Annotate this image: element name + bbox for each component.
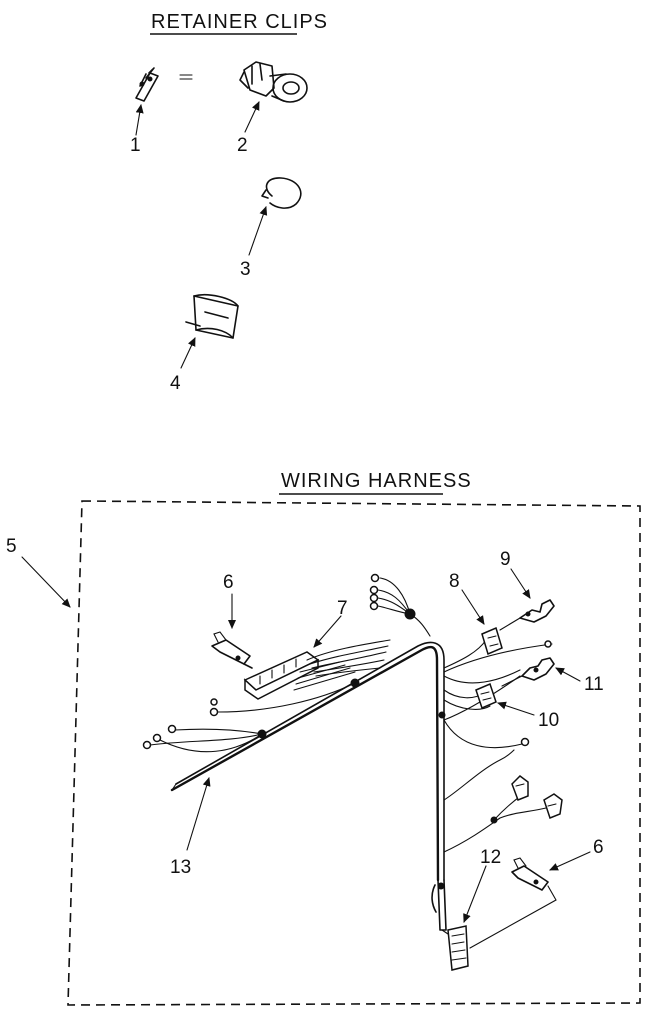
callout-13: 13: [170, 857, 191, 878]
retainer-clip-part-1: [135, 67, 193, 102]
leader-part-13: [186, 777, 211, 851]
callout-6-right: 6: [593, 837, 604, 858]
terminal-part-11: [501, 657, 555, 687]
harness-clamp: [438, 711, 446, 719]
terminal-part-6-left: [211, 631, 253, 669]
leader-part-9: [510, 568, 531, 599]
callout-7: 7: [337, 598, 348, 619]
leader-part-2: [244, 101, 260, 133]
callout-9: 9: [500, 549, 511, 570]
leader-part-8: [461, 589, 485, 625]
harness-main-trunk: [170, 641, 447, 931]
callout-1: 1: [130, 135, 141, 156]
callout-6-left: 6: [223, 572, 234, 593]
callout-10: 10: [538, 710, 559, 731]
callout-4: 4: [170, 373, 181, 394]
harness-left-leads: [142, 682, 356, 753]
harness-connector-block-7: [243, 639, 391, 700]
harness-plug-connector: [543, 793, 563, 819]
harness-connector-12: [441, 925, 469, 971]
callout-8: 8: [449, 571, 460, 592]
leader-part-1: [135, 104, 144, 136]
leader-part-3: [248, 206, 268, 256]
leader-part-10: [497, 701, 535, 716]
callout-5: 5: [6, 536, 17, 557]
retainer-clip-part-4: [185, 293, 239, 339]
harness-plug-connector: [511, 775, 529, 801]
leader-part-12: [463, 865, 487, 923]
callout-12: 12: [480, 847, 501, 868]
harness-dashed-box: [67, 500, 641, 1006]
harness-connector-10: [475, 682, 497, 710]
callout-3: 3: [240, 259, 251, 280]
leader-part-11: [555, 667, 581, 682]
terminal-part-6-right: [469, 857, 557, 949]
terminal-part-9: [499, 599, 555, 631]
harness-clamp: [437, 882, 445, 890]
leader-part-7: [313, 615, 342, 648]
wiring-harness-title: WIRING HARNESS: [281, 470, 472, 492]
callout-2: 2: [237, 135, 248, 156]
retainer-clip-part-3: [261, 177, 302, 209]
leader-part-6-right: [549, 851, 591, 871]
retainer-clip-part-2: [239, 61, 308, 103]
leader-part-4: [180, 337, 196, 369]
harness-top-leads: [369, 573, 431, 637]
callout-11: 11: [584, 674, 604, 695]
leader-part-5: [21, 556, 71, 608]
retainer-clips-title: RETAINER CLIPS: [151, 11, 328, 33]
harness-connector-8: [481, 626, 503, 656]
